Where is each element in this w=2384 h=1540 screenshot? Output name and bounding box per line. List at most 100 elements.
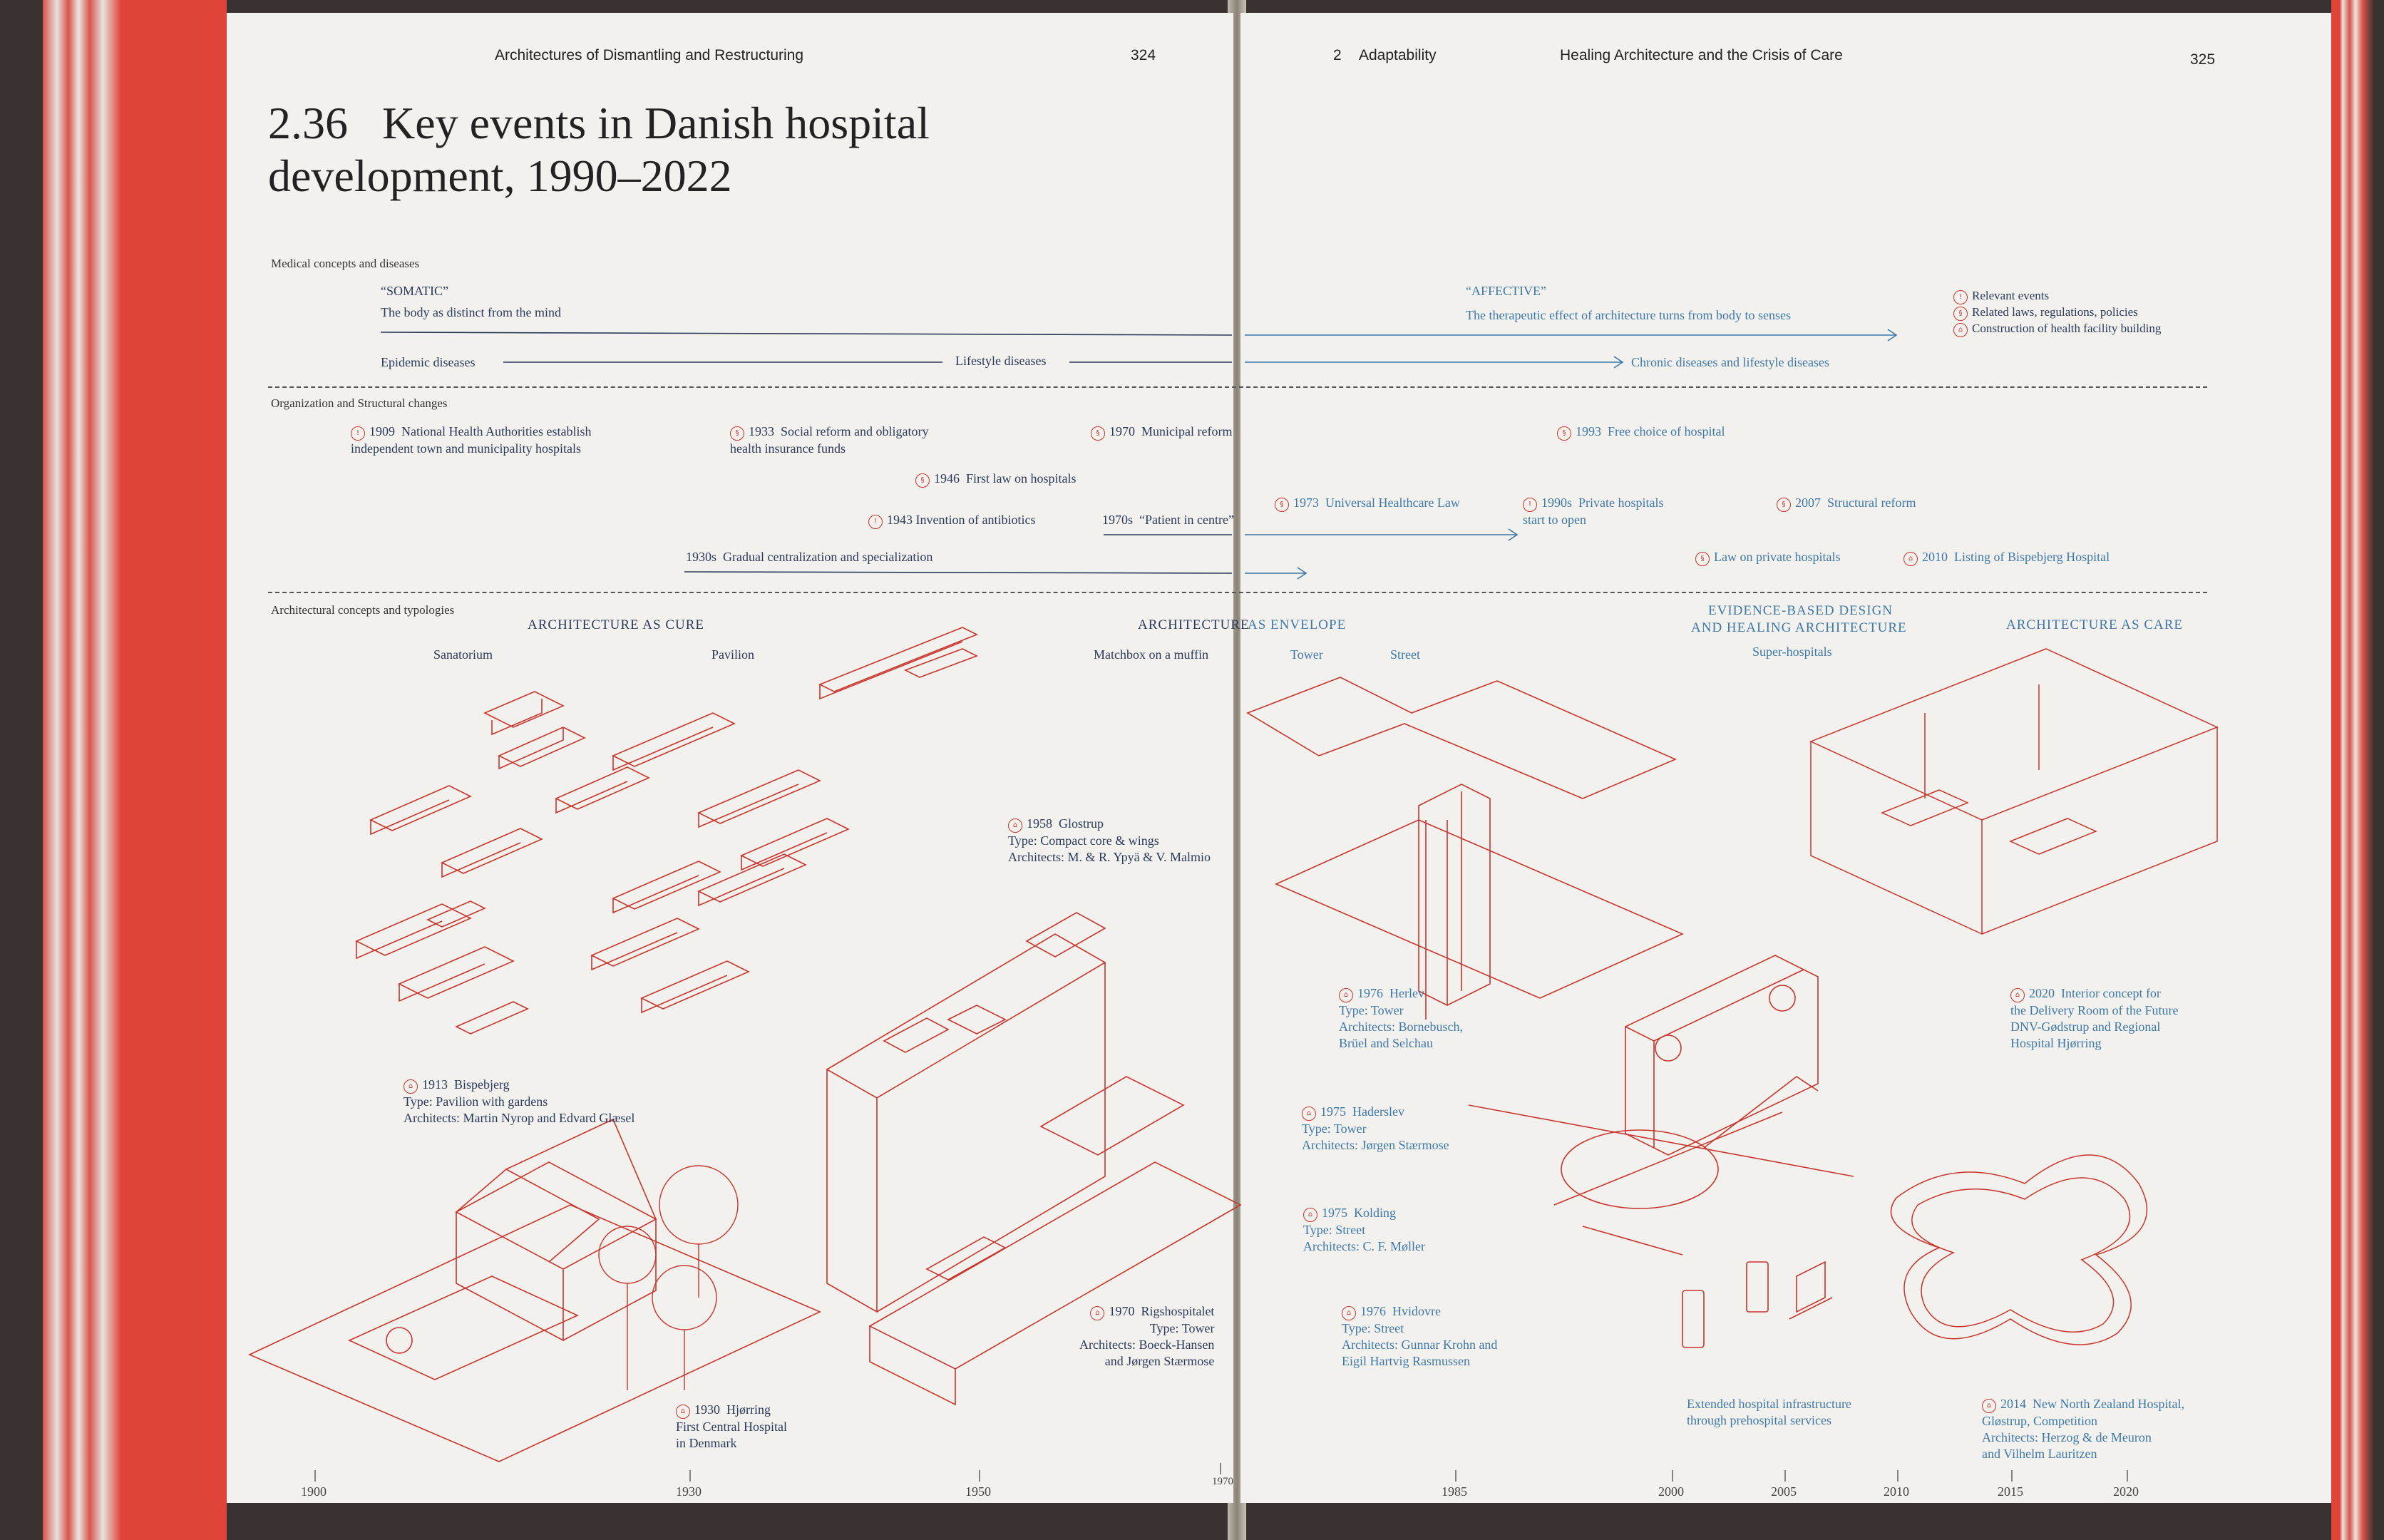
right-running-title: Healing Architecture and the Crisis of C… bbox=[1560, 47, 1843, 63]
building-2014-north-zealand: ⌂2014 New North Zealand Hospital, Gløstr… bbox=[1982, 1397, 2184, 1461]
building-icon: ⌂ bbox=[1090, 1306, 1105, 1320]
concept-envelope-right: AS ENVELOPE bbox=[1248, 617, 1347, 632]
axis-2015: 2015 bbox=[1998, 1484, 2023, 1499]
affective-desc: The therapeutic effect of architecture t… bbox=[1466, 308, 1791, 322]
axis-2020: 2020 bbox=[2113, 1484, 2139, 1499]
event-1909: !1909 National Health Authorities establ… bbox=[351, 424, 592, 456]
epidemic-diseases: Epidemic diseases bbox=[381, 355, 476, 369]
section-medical: Medical concepts and diseases bbox=[271, 257, 420, 270]
figure-title: 2.36 Key events in Danish hospital devel… bbox=[268, 97, 930, 202]
concept-envelope-left: ARCHITECTURE bbox=[1138, 617, 1250, 632]
delivery-room-drawing bbox=[1809, 648, 2219, 935]
prehospital-services: Extended hospital infrastructure through… bbox=[1687, 1397, 1851, 1427]
concept-cure: ARCHITECTURE AS CURE bbox=[528, 617, 705, 632]
event-1930s: 1930s Gradual centralization and special… bbox=[686, 550, 933, 564]
relevant-event-icon: ! bbox=[1953, 290, 1968, 304]
left-running-title: Architectures of Dismantling and Restruc… bbox=[495, 47, 804, 63]
section-architectural: Architectural concepts and typologies bbox=[271, 603, 455, 617]
axis-1985: 1985 bbox=[1442, 1484, 1467, 1499]
building-icon: ⌂ bbox=[1903, 552, 1918, 566]
concept-ebd-2: AND HEALING ARCHITECTURE bbox=[1691, 620, 1907, 635]
somatic-title: “SOMATIC” bbox=[381, 284, 448, 298]
building-1976-hvidovre: ⌂1976 Hvidovre Type: Street Architects: … bbox=[1342, 1304, 1498, 1368]
law-icon: § bbox=[1091, 426, 1105, 441]
somatic-desc: The body as distinct from the mind bbox=[381, 305, 561, 319]
legend-laws: Related laws, regulations, policies bbox=[1972, 305, 2138, 319]
axis-2005: 2005 bbox=[1771, 1484, 1797, 1499]
figure-title-line-1: Key events in Danish hospital bbox=[382, 98, 930, 148]
event-law-private: §Law on private hospitals bbox=[1695, 549, 1840, 566]
event-1946: §1946 First law on hospitals bbox=[915, 471, 1077, 488]
event-1970-municipal: §1970 Municipal reform bbox=[1091, 423, 1232, 441]
law-icon: § bbox=[1953, 307, 1968, 321]
law-icon: § bbox=[1777, 498, 1791, 512]
axis-1970: 1970 bbox=[1212, 1476, 1233, 1487]
book-left-edge bbox=[0, 0, 227, 1540]
devices-drawing bbox=[1682, 1261, 1833, 1348]
typology-street: Street bbox=[1390, 647, 1420, 662]
event-2007: §2007 Structural reform bbox=[1777, 495, 1916, 512]
building-icon: ⌂ bbox=[1953, 323, 1968, 337]
divider-organization bbox=[268, 592, 2207, 593]
law-icon: § bbox=[1695, 552, 1710, 566]
concept-care: ARCHITECTURE AS CARE bbox=[2006, 617, 2184, 632]
right-page-number: 325 bbox=[2190, 51, 2216, 68]
legend-relevant: Relevant events bbox=[1972, 289, 2050, 302]
law-icon: § bbox=[915, 473, 930, 488]
event-2010: ⌂2010 Listing of Bispebjerg Hospital bbox=[1903, 549, 2110, 566]
building-2020-delivery-room: ⌂2020 Interior concept for the Delivery … bbox=[2010, 986, 2179, 1050]
event-1990s: !1990s Private hospitals start to open bbox=[1523, 496, 1664, 527]
event-1970s: 1970s “Patient in centre” bbox=[1102, 513, 1234, 527]
concept-ebd-1: EVIDENCE-BASED DESIGN bbox=[1708, 603, 1894, 618]
north-zealand-drawing bbox=[1890, 1154, 2148, 1345]
building-1976-herlev: ⌂1976 Herlev Type: Tower Architects: Bor… bbox=[1339, 986, 1463, 1050]
axis-2000: 2000 bbox=[1658, 1484, 1684, 1499]
building-1975-haderslev: ⌂1975 Haderslev Type: Tower Architects: … bbox=[1302, 1104, 1449, 1152]
pavilion-drawing bbox=[355, 627, 978, 1035]
chapter-number: 2 bbox=[1333, 47, 1342, 63]
legend-construction: Construction of health facility building bbox=[1972, 322, 2162, 335]
typology-pavilion: Pavilion bbox=[711, 647, 755, 662]
typology-tower: Tower bbox=[1290, 647, 1323, 662]
relevant-event-icon: ! bbox=[868, 515, 883, 529]
event-1933: §1933 Social reform and obligatory healt… bbox=[730, 424, 929, 456]
figure-number: 2.36 bbox=[268, 98, 348, 148]
building-1970-rigshospitalet: ⌂1970 Rigshospitalet Type: Tower Archite… bbox=[1079, 1304, 1215, 1368]
building-1913-bispebjerg: ⌂1913 Bispebjerg Type: Pavilion with gar… bbox=[404, 1077, 635, 1125]
rigshospitalet-drawing bbox=[826, 912, 1242, 1406]
building-1958-glostrup: ⌂1958 Glostrup Type: Compact core & wing… bbox=[1008, 816, 1211, 864]
axis-1900: 1900 bbox=[301, 1484, 327, 1499]
event-1943: !1943 Invention of antibiotics bbox=[868, 512, 1035, 529]
right-page bbox=[1240, 13, 2331, 1503]
tree-drawings bbox=[598, 1165, 739, 1390]
typology-sanatorium: Sanatorium bbox=[433, 647, 493, 662]
affective-title: “AFFECTIVE” bbox=[1466, 284, 1546, 298]
event-1973: §1973 Universal Healthcare Law bbox=[1275, 495, 1460, 512]
building-1930-hjorring: ⌂1930 Hjørring First Central Hospital in… bbox=[676, 1402, 787, 1450]
typology-super-hospitals: Super-hospitals bbox=[1752, 645, 1832, 659]
building-1975-kolding: ⌂1975 Kolding Type: Street Architects: C… bbox=[1303, 1206, 1426, 1253]
left-page bbox=[227, 13, 1233, 1503]
figure-title-line-2: development, 1990–2022 bbox=[268, 150, 732, 201]
axis-1930: 1930 bbox=[676, 1484, 702, 1499]
bispebjerg-drawing bbox=[248, 1118, 821, 1462]
event-1993: §1993 Free choice of hospital bbox=[1557, 423, 1725, 441]
divider-medical bbox=[268, 386, 2207, 388]
axis-1950: 1950 bbox=[965, 1484, 991, 1499]
axis-2010: 2010 bbox=[1884, 1484, 1909, 1499]
chronic-diseases: Chronic diseases and lifestyle diseases bbox=[1631, 355, 1829, 369]
legend: ! Relevant events § Related laws, regulati… bbox=[1953, 288, 2161, 337]
left-page-number: 324 bbox=[1131, 47, 1156, 63]
chapter-title: Adaptability bbox=[1359, 47, 1437, 63]
typology-matchbox: Matchbox on a muffin bbox=[1094, 647, 1209, 662]
lifestyle-diseases: Lifestyle diseases bbox=[955, 354, 1047, 368]
book-right-edge bbox=[2331, 0, 2384, 1540]
law-icon: § bbox=[1275, 498, 1289, 512]
herlev-drawing bbox=[1246, 677, 1684, 1020]
section-organization: Organization and Structural changes bbox=[271, 396, 448, 410]
helicopter-drawing bbox=[1468, 1076, 1854, 1256]
law-icon: § bbox=[1557, 426, 1571, 441]
